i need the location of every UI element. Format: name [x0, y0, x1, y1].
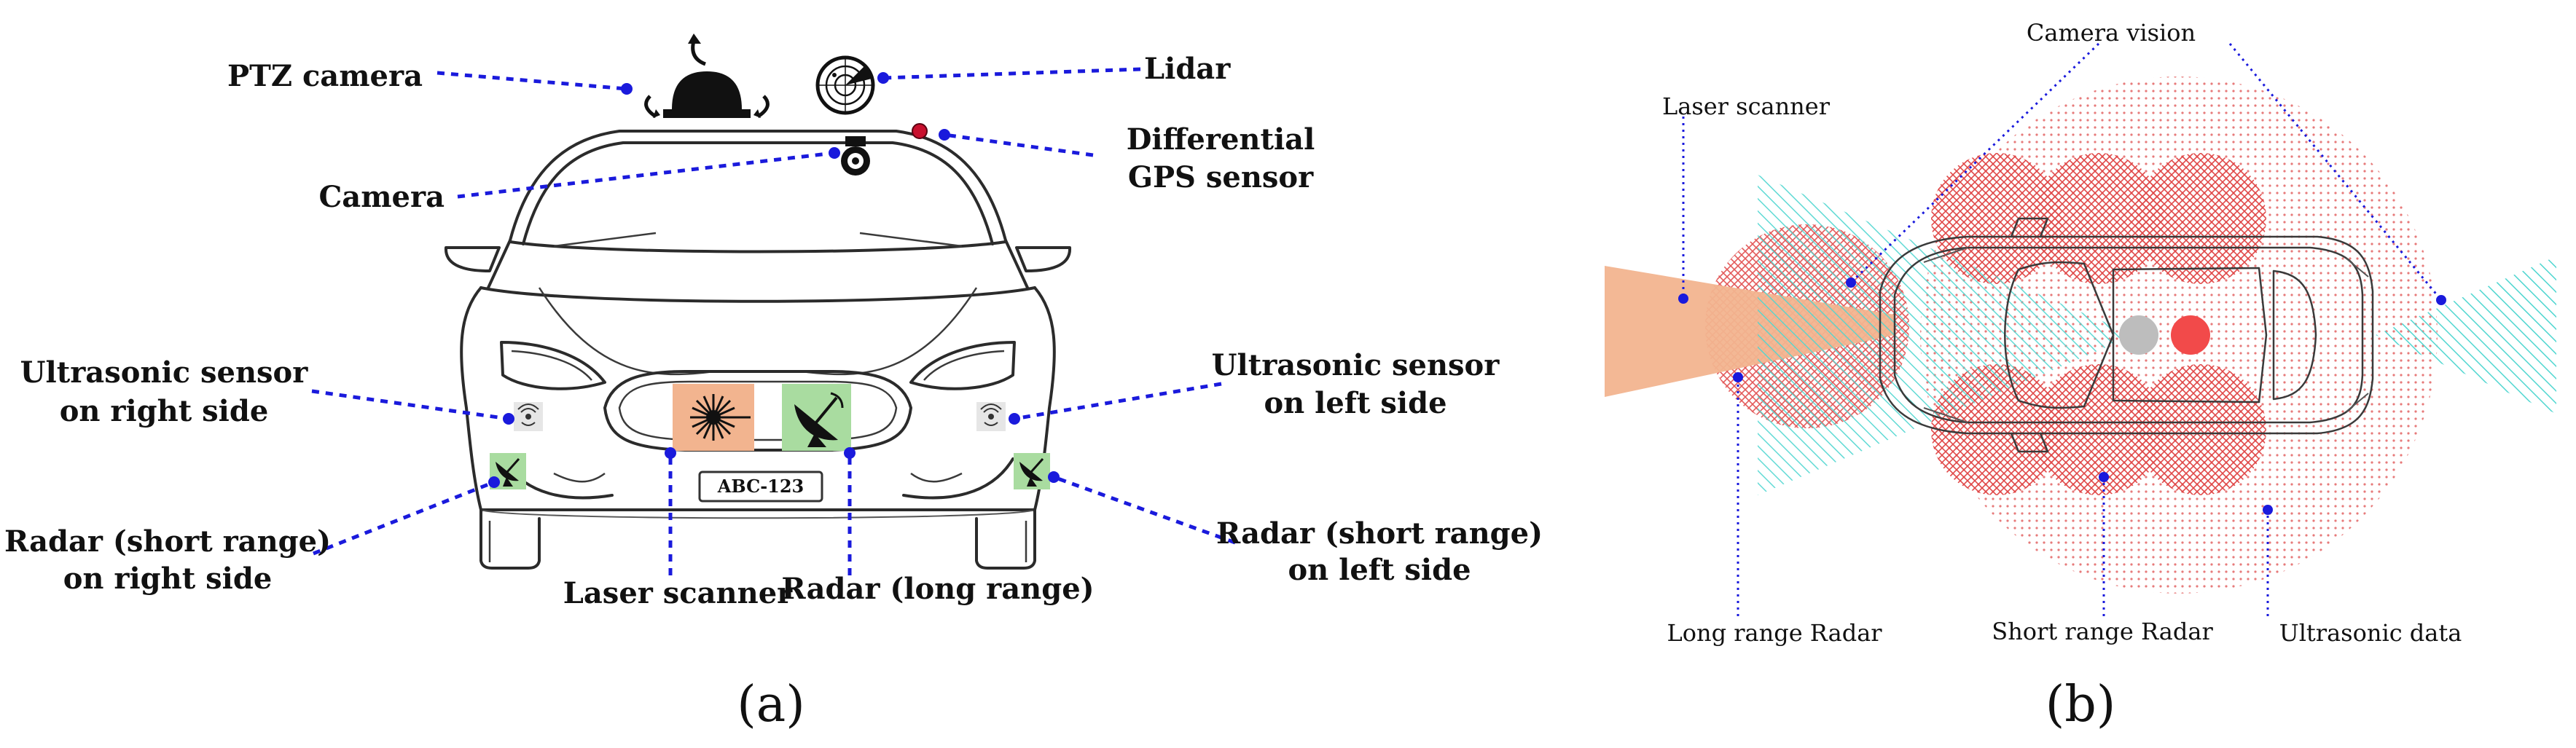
car-top-view: [1879, 217, 2374, 453]
label-camera: Camera: [318, 180, 445, 214]
label-ultrasonic-data: Ultrasonic data: [2279, 619, 2462, 647]
short-range-radar-zones: [1931, 153, 2266, 495]
panel-b: Camera vision Laser scanner Long range R…: [1605, 19, 2556, 733]
label-ptz-camera: PTZ camera: [227, 59, 423, 93]
laser-scanner-icon: [673, 384, 754, 451]
label-dgps-line2: GPS sensor: [1128, 160, 1314, 194]
label-short-range-radar: Short range Radar: [1992, 618, 2213, 645]
license-plate-text: ABC-123: [717, 476, 804, 497]
ptz-camera-icon: [644, 34, 770, 119]
label-radar-long: Radar (long range): [781, 572, 1094, 606]
caption-b: (b): [2045, 676, 2116, 733]
label-radar-left-line2: on left side: [1288, 553, 1471, 587]
label-dgps-line1: Differential: [1127, 122, 1315, 157]
ultrasonic-right-icon: [514, 402, 543, 431]
camera-icon: [841, 136, 870, 176]
short-radar-right-icon: [490, 453, 526, 489]
laser-scanner-zone: [1605, 266, 1895, 397]
label-radar-right-line2: on right side: [63, 562, 273, 596]
short-radar-left-icon: [1014, 453, 1050, 489]
label-laser-scanner-a: Laser scanner: [563, 576, 793, 610]
label-us-left-line2: on left side: [1264, 386, 1446, 420]
label-radar-left-line1: Radar (short range): [1216, 516, 1543, 551]
label-long-range-radar: Long range Radar: [1667, 619, 1882, 647]
car-front-illustration: [444, 130, 1072, 570]
label-lidar: Lidar: [1144, 52, 1231, 86]
gps-marker-b: [2171, 315, 2210, 355]
ultrasonic-left-icon: [976, 402, 1006, 431]
label-us-right-line2: on right side: [60, 394, 269, 428]
camera-vision-front-zone: [1758, 175, 2135, 495]
camera-marker-b: [2119, 315, 2158, 355]
long-range-radar-icon: [782, 384, 851, 451]
license-plate: ABC-123: [698, 471, 823, 503]
panel-a: ABC-123: [4, 34, 1543, 733]
label-radar-right-line1: Radar (short range): [4, 524, 331, 559]
gps-sensor-marker: [912, 123, 928, 139]
leader-lines-b: [1678, 42, 2446, 616]
lidar-icon: [815, 55, 875, 115]
label-laser-scanner-b: Laser scanner: [1662, 92, 1831, 120]
leader-lines-a: [311, 67, 1236, 575]
camera-vision-rear-zone: [2376, 256, 2556, 414]
label-us-left-line1: Ultrasonic sensor: [1212, 348, 1500, 382]
label-us-right-line1: Ultrasonic sensor: [20, 355, 309, 390]
caption-a: (a): [737, 676, 805, 733]
label-camera-vision: Camera vision: [2027, 19, 2196, 47]
